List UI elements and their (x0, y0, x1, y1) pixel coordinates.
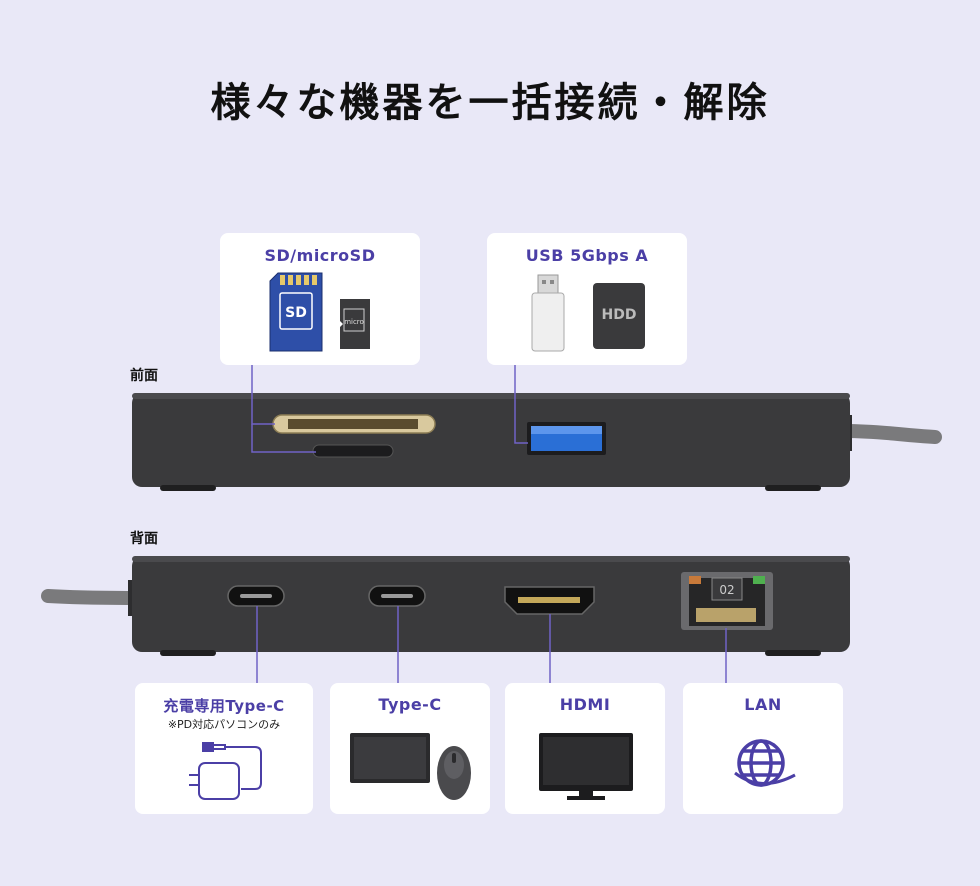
globe-icon (734, 739, 796, 787)
card-usb-a: USB 5Gbps A HDD (487, 233, 687, 365)
svg-text:SD: SD (285, 305, 307, 321)
card-charging-type-c: 充電専用Type-C ※PD対応パソコンのみ (135, 683, 313, 814)
display-icon (350, 733, 430, 783)
card-label-type-c: Type-C (378, 695, 442, 714)
card-hdmi: HDMI (505, 683, 665, 814)
card-label-lan: LAN (744, 695, 782, 714)
usb-flash-drive-icon (531, 274, 565, 352)
sd-card-icon: SD (269, 272, 323, 352)
hdd-icon: HDD (593, 283, 645, 349)
card-label-hdmi: HDMI (559, 695, 611, 714)
microsd-card-icon: micro (340, 299, 370, 349)
device-front (132, 393, 942, 491)
card-label-usb: USB 5Gbps A (525, 246, 649, 265)
card-sd-microsd: SD/microSD SD micro (220, 233, 420, 365)
front-label: 前面 (130, 368, 158, 384)
device-back: 02 (41, 556, 850, 656)
card-label-sd: SD/microSD (264, 246, 376, 265)
card-lan: LAN (683, 683, 843, 814)
monitor-icon (539, 733, 633, 800)
card-label-charging: 充電専用Type-C (163, 697, 285, 715)
card-note-pd: ※PD対応パソコンのみ (167, 718, 281, 731)
mouse-icon (437, 746, 471, 800)
page-title: 様々な機器を一括接続・解除 (210, 80, 770, 126)
svg-text:micro: micro (344, 318, 364, 326)
card-type-c: Type-C (330, 683, 490, 814)
hdd-label: HDD (602, 307, 637, 323)
charger-icon (189, 742, 262, 800)
lan-port-number: 02 (719, 583, 734, 597)
back-label: 背面 (130, 531, 158, 547)
